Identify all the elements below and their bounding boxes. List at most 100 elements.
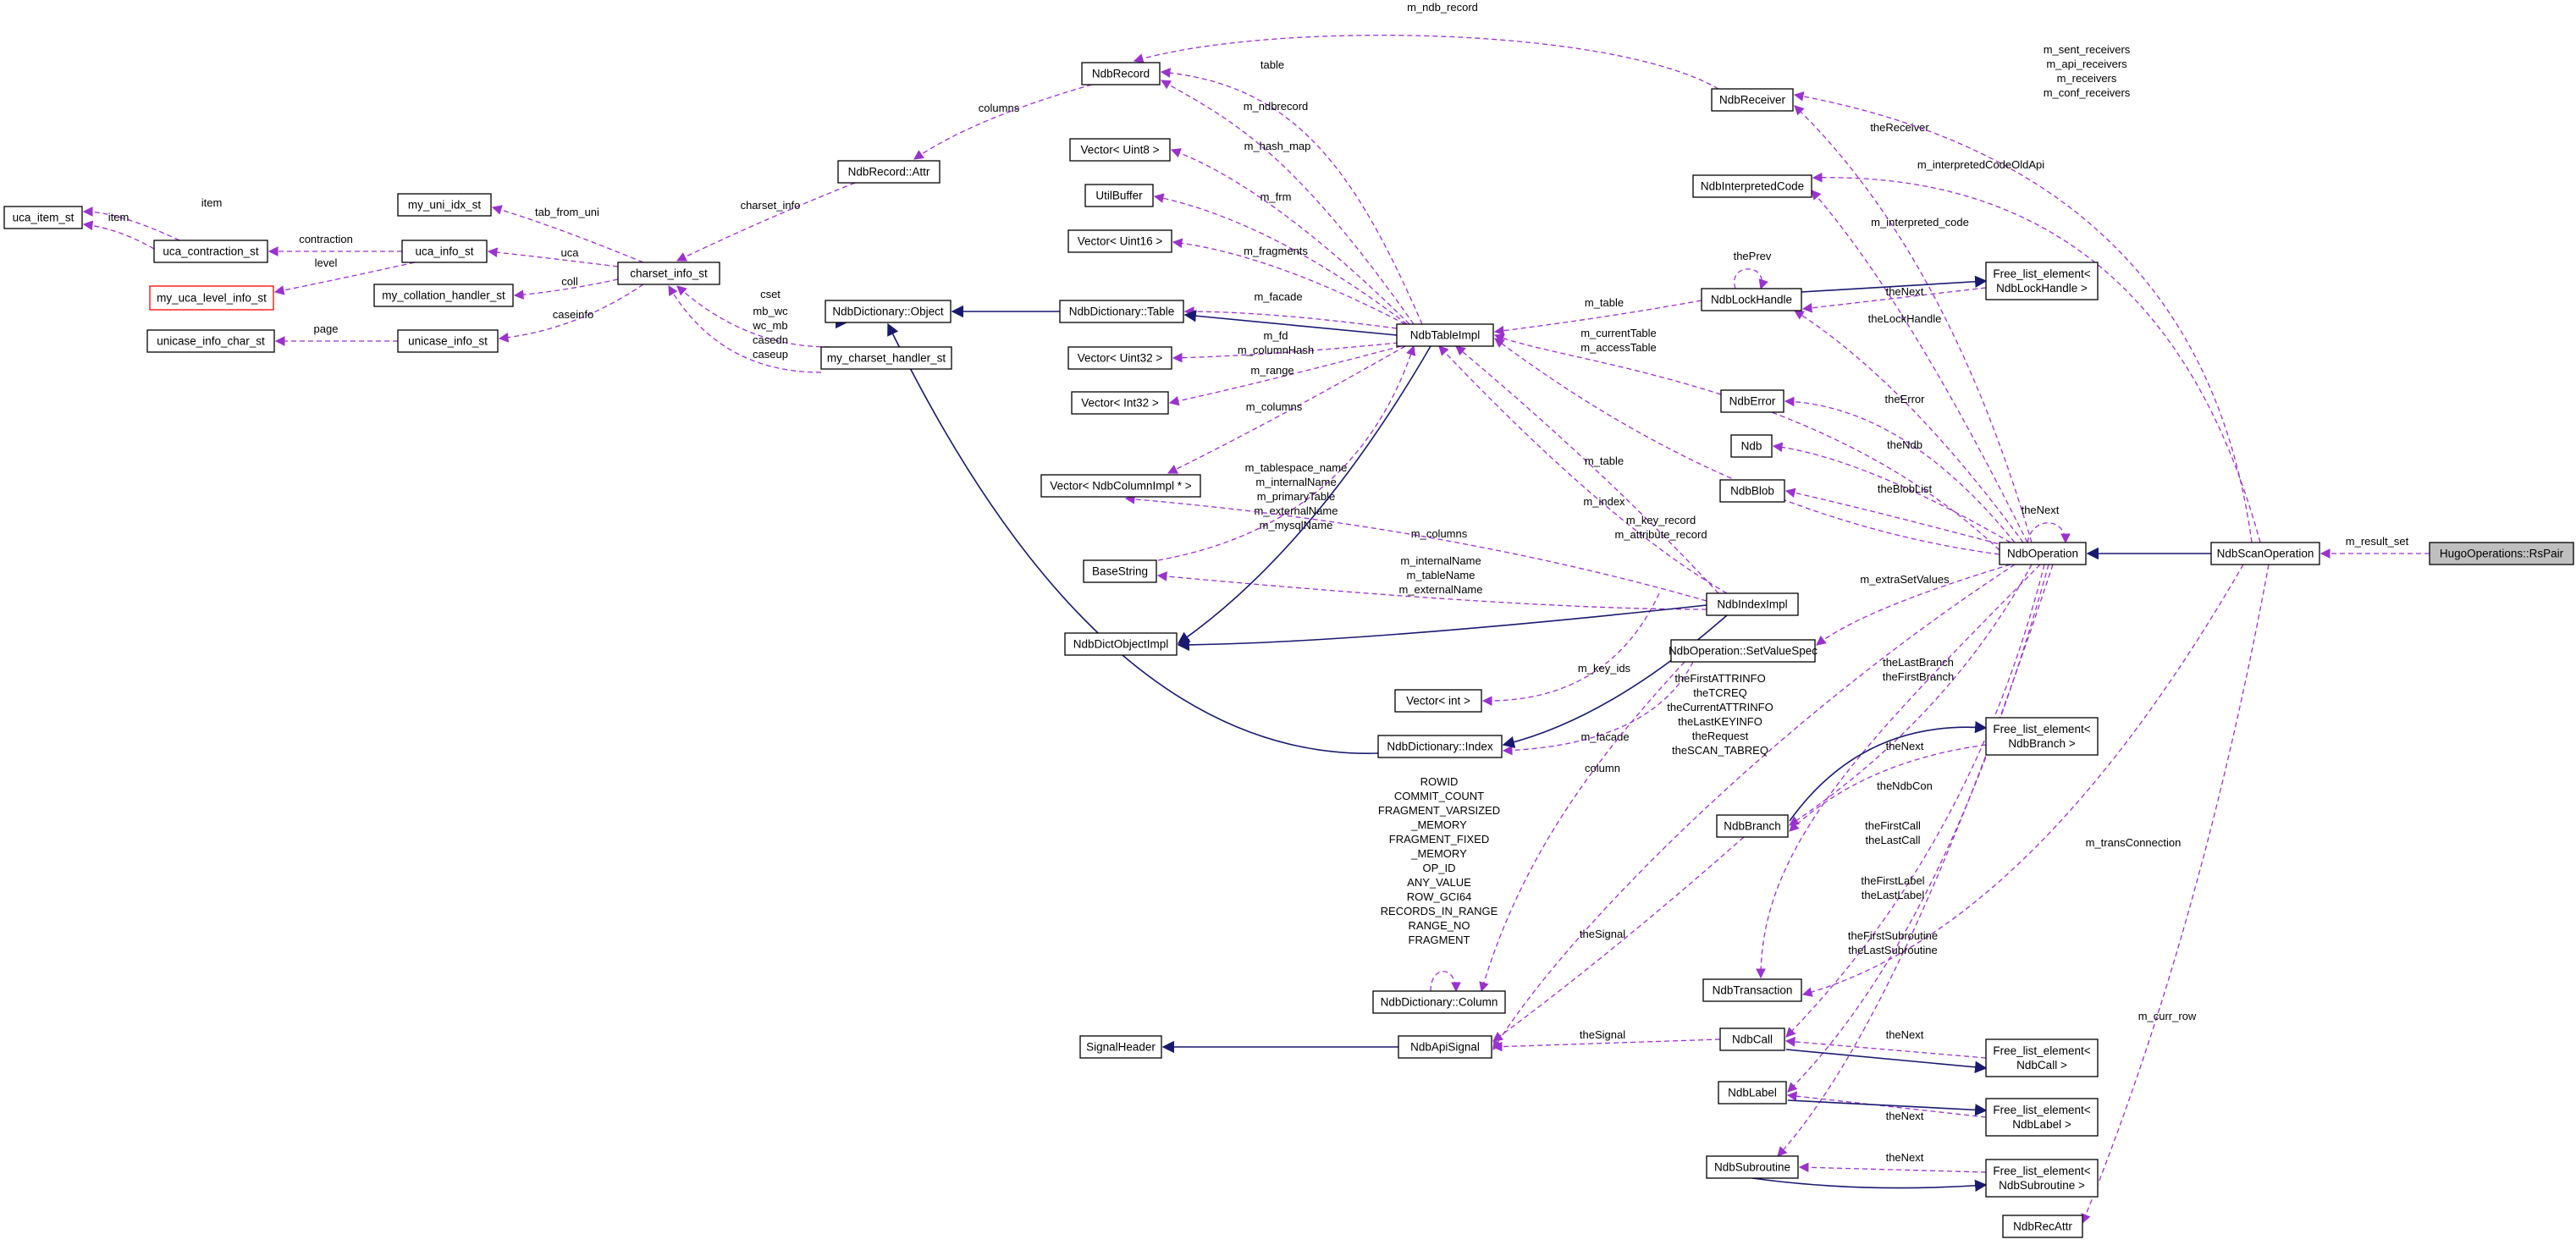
class-node-ndberror[interactable]: NdbError xyxy=(1720,389,1784,413)
edge-label: m_fragments xyxy=(1244,245,1308,257)
edge-label: m_receivers xyxy=(2057,72,2117,85)
node-box xyxy=(1071,391,1169,415)
class-node-hugooperations-rspair[interactable]: HugoOperations::RsPair xyxy=(2429,542,2574,565)
edge-label: OP_ID xyxy=(1422,862,1455,874)
edge-ndblockhandle-to-ndbtableimpl: m_table xyxy=(1493,296,1702,336)
class-node-ndbinterpretedcode[interactable]: NdbInterpretedCode xyxy=(1692,174,1812,198)
class-node-charset-info-st[interactable]: charset_info_st xyxy=(617,262,720,285)
class-node-ndboperation[interactable]: NdbOperation xyxy=(1999,542,2087,565)
node-box xyxy=(1719,1027,1785,1051)
class-node-ndbdictionary-column[interactable]: NdbDictionary::Column xyxy=(1372,990,1506,1014)
class-node-ndbdictionary-index[interactable]: NdbDictionary::Index xyxy=(1377,735,1503,758)
node-label: UtilBuffer xyxy=(1095,190,1143,202)
edge-fle-ndblabel-to-ndblabel: theNext xyxy=(1786,1091,1987,1122)
class-node-utilbuffer[interactable]: UtilBuffer xyxy=(1084,184,1154,207)
class-node-ndbsubroutine[interactable]: NdbSubroutine xyxy=(1706,1155,1799,1179)
edge-ndbtableimpl-to-vector-uint16: m_fragments xyxy=(1172,238,1406,325)
class-node-unicase-info-st[interactable]: unicase_info_st xyxy=(397,329,499,353)
node-label: NdbReceiver xyxy=(1719,94,1786,107)
class-node-ndbdictobjectimpl[interactable]: NdbDictObjectImpl xyxy=(1064,632,1178,656)
edge-ndbscanoperation-to-ndbrecattr: m_curr_row xyxy=(2081,564,2270,1225)
class-node-my-uca-level-info-st[interactable]: my_uca_level_info_st xyxy=(149,285,274,311)
class-node-ndbdictionary-object[interactable]: NdbDictionary::Object xyxy=(825,300,952,323)
class-node-fle-ndblabel[interactable]: Free_list_element<NdbLabel > xyxy=(1985,1098,2099,1137)
edge-uca-contraction-st-to-uca-item-st: item xyxy=(82,196,222,241)
class-node-my-collation-handler-st[interactable]: my_collation_handler_st xyxy=(373,284,514,307)
class-node-uca-info-st[interactable]: uca_info_st xyxy=(401,240,488,263)
node-label: NdbSubroutine xyxy=(1714,1161,1790,1174)
class-node-vector-ndbcolumnimpl[interactable]: Vector< NdbColumnImpl * > xyxy=(1040,474,1201,498)
edge-label: theNext xyxy=(1886,740,1924,752)
edge-label: m_table xyxy=(1585,454,1624,467)
usage-arrow xyxy=(1157,344,1416,561)
edges-layer: itemitemcontractionlevelpagetab_from_uni… xyxy=(82,1,2430,1225)
edge-setvaluespec-to-ndbdictionary-column: column xyxy=(1479,661,1685,993)
node-label: NdbApiSignal xyxy=(1410,1041,1480,1054)
edge-label: wc_mb xyxy=(752,319,787,332)
class-node-fle-ndbcall[interactable]: Free_list_element<NdbCall > xyxy=(1985,1038,2099,1077)
edge-label: theFirstCall xyxy=(1865,819,1921,832)
class-node-ndbcall[interactable]: NdbCall xyxy=(1719,1027,1785,1051)
class-node-unicase-info-char-st[interactable]: unicase_info_char_st xyxy=(146,329,275,353)
edge-ndbrecord-to-ndbrecord-attr: columns xyxy=(913,84,1093,160)
edge-label: theBlobList xyxy=(1878,482,1933,495)
class-node-ndbreceiver[interactable]: NdbReceiver xyxy=(1711,88,1794,112)
class-node-basestring[interactable]: BaseString xyxy=(1083,559,1157,583)
edge-label: contraction xyxy=(299,233,353,245)
edge-label: m_key_record xyxy=(1626,514,1696,526)
class-node-ndbindeximpl[interactable]: NdbIndexImpl xyxy=(1706,592,1799,616)
class-node-ndbapisignal[interactable]: NdbApiSignal xyxy=(1398,1035,1492,1059)
class-node-ndbscanoperation[interactable]: NdbScanOperation xyxy=(2210,542,2320,565)
class-node-ndbtableimpl[interactable]: NdbTableImpl xyxy=(1396,323,1494,347)
class-node-vector-uint16[interactable]: Vector< Uint16 > xyxy=(1067,229,1172,253)
class-node-vector-int32[interactable]: Vector< Int32 > xyxy=(1071,391,1169,415)
node-label: Vector< int > xyxy=(1406,695,1470,708)
edge-label: theSignal xyxy=(1580,1028,1625,1041)
edge-label: m_tableName xyxy=(1407,569,1476,581)
class-node-ndblabel[interactable]: NdbLabel xyxy=(1718,1081,1787,1105)
class-node-ndbblob[interactable]: NdbBlob xyxy=(1719,479,1785,503)
usage-arrow xyxy=(1455,345,1719,594)
node-label: NdbRecAttr xyxy=(2013,1220,2072,1233)
class-node-ndbrecord[interactable]: NdbRecord xyxy=(1081,62,1161,85)
edge-label: m_interpretedCodeOldApi xyxy=(1917,158,2044,171)
class-node-fle-ndbbranch[interactable]: Free_list_element<NdbBranch > xyxy=(1985,717,2099,756)
node-label: NdbRecord xyxy=(1092,68,1150,80)
class-node-fle-ndbsubroutine[interactable]: Free_list_element<NdbSubroutine > xyxy=(1985,1159,2099,1198)
usage-arrow xyxy=(1794,105,2033,543)
class-node-ndbdictionary-table[interactable]: NdbDictionary::Table xyxy=(1059,300,1184,323)
class-node-my-uni-idx-st[interactable]: my_uni_idx_st xyxy=(397,193,492,217)
usage-arrow xyxy=(1170,148,1410,325)
edge-label: thePrev xyxy=(1734,250,1772,262)
edge-label: m_result_set xyxy=(2346,535,2409,548)
edge-label: m_internalName xyxy=(1255,476,1336,488)
edge-fle-ndbbranch-to-ndbbranch: theNext xyxy=(1789,740,1987,832)
edge-label: theNext xyxy=(1886,1028,1924,1041)
edge-label: RECORDS_IN_RANGE xyxy=(1381,905,1498,917)
node-box xyxy=(2429,542,2574,565)
edge-label: theNext xyxy=(1886,1151,1924,1164)
edge-label: FRAGMENT xyxy=(1409,934,1470,946)
class-node-ndbrecattr[interactable]: NdbRecAttr xyxy=(2002,1215,2083,1238)
class-node-ndbtransaction[interactable]: NdbTransaction xyxy=(1702,978,1802,1002)
node-box xyxy=(1396,323,1494,347)
class-node-ndblockhandle[interactable]: NdbLockHandle xyxy=(1701,288,1802,311)
class-node-uca-contraction-st[interactable]: uca_contraction_st xyxy=(153,240,268,263)
class-node-fle-ndblockhandle[interactable]: Free_list_element<NdbLockHandle > xyxy=(1985,262,2099,300)
class-node-uca-item-st[interactable]: uca_item_st xyxy=(3,206,83,229)
edge-label: theFirstBranch xyxy=(1883,670,1955,683)
class-node-vector-uint32[interactable]: Vector< Uint32 > xyxy=(1067,346,1172,370)
class-node-ndbrecord-attr[interactable]: NdbRecord::Attr xyxy=(837,160,940,184)
usage-arrow xyxy=(82,220,155,250)
edge-label: m_sent_receivers xyxy=(2044,43,2131,56)
class-node-vector-int[interactable]: Vector< int > xyxy=(1394,689,1482,713)
edge-ndbreceiver-to-ndbrecord: m_ndb_record xyxy=(1133,1,1719,90)
class-node-ndb[interactable]: Ndb xyxy=(1730,434,1773,458)
edge-label: theFirstATTRINFO xyxy=(1674,672,1765,685)
class-node-vector-uint8[interactable]: Vector< Uint8 > xyxy=(1069,138,1171,162)
class-node-setvaluespec[interactable]: NdbOperation::SetValueSpec xyxy=(1669,639,1818,663)
class-node-ndbbranch[interactable]: NdbBranch xyxy=(1716,814,1789,838)
class-node-my-charset-handler-st[interactable]: my_charset_handler_st xyxy=(820,346,952,370)
class-node-signalheader[interactable]: SignalHeader xyxy=(1079,1035,1162,1059)
